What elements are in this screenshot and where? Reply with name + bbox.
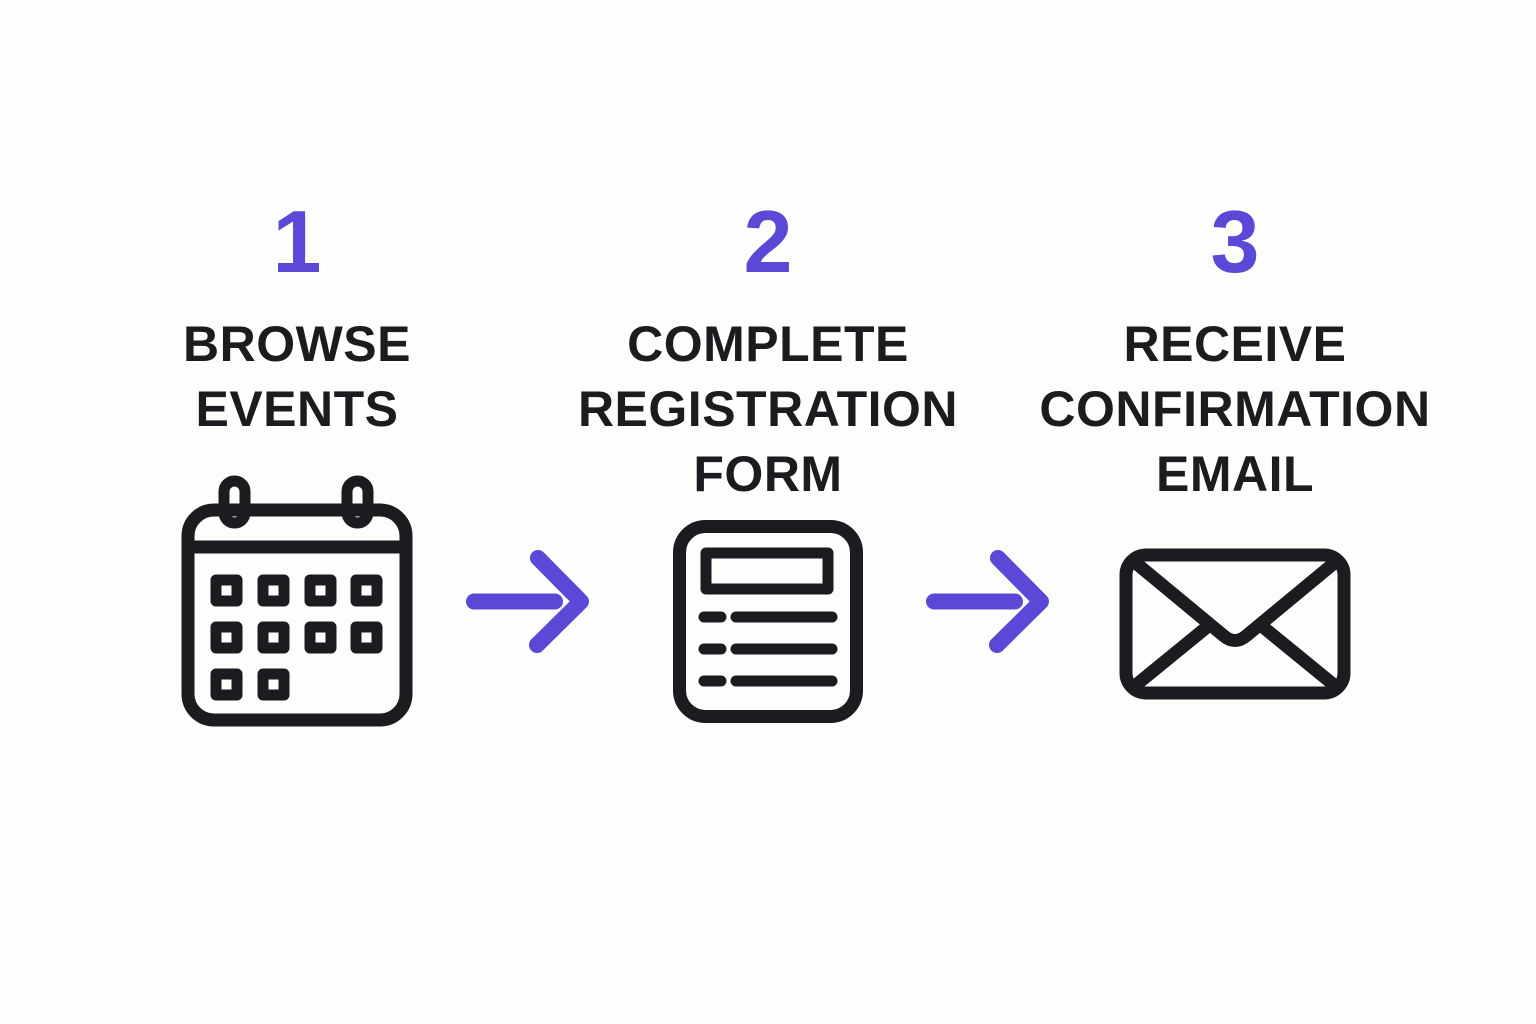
step-title-line: COMPLETE (627, 316, 909, 372)
step-title-line: FORM (693, 446, 843, 502)
step-title-line: BROWSE (183, 316, 411, 372)
step-number: 1 (272, 192, 322, 291)
step-title: RECEIVE CONFIRMATION EMAIL (1005, 312, 1465, 507)
arrow-right-icon (925, 550, 1050, 653)
step-number: 2 (743, 192, 793, 291)
arrow-right-icon (465, 550, 590, 653)
form-icon (673, 520, 863, 723)
email-icon (1119, 548, 1351, 700)
step-title-line: REGISTRATION (577, 381, 959, 437)
step-title: COMPLETE REGISTRATION FORM (538, 312, 998, 507)
step-number: 3 (1210, 192, 1260, 291)
step-title-line: RECEIVE (1123, 316, 1347, 372)
step-title-line: EVENTS (195, 381, 399, 437)
step-title: BROWSE EVENTS (67, 312, 527, 442)
calendar-icon (181, 475, 413, 727)
step-title-line: CONFIRMATION (1039, 381, 1431, 437)
step-title-line: EMAIL (1155, 446, 1315, 502)
